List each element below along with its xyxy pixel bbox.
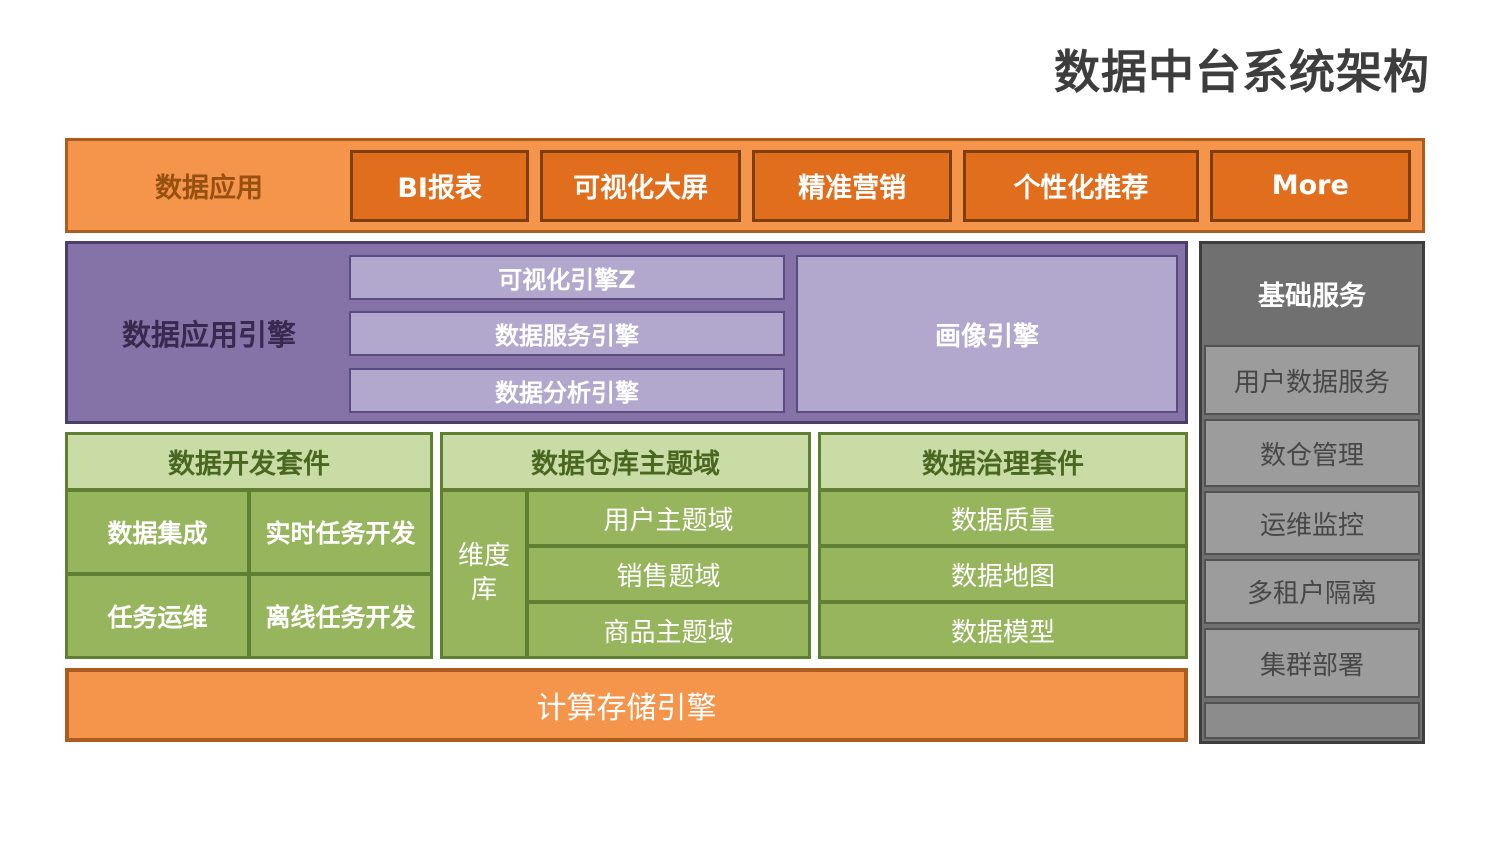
app-box-personal-recommend: 个性化推荐 (963, 149, 1199, 222)
base-services-header: 基础服务 (1204, 246, 1420, 341)
app-box-precise-marketing: 精准营销 (751, 149, 953, 222)
page-title: 数据中台系统架构 (1054, 45, 1430, 99)
compute-storage-bar: 计算存储引擎 (65, 668, 1188, 742)
data-application-row: 数据应用 BI报表 可视化大屏 精准营销 个性化推荐 More (65, 138, 1425, 233)
governance-body: 数据质量 数据地图 数据模型 (821, 492, 1185, 656)
base-service-empty-slot (1204, 702, 1420, 739)
dev-suite-body: 数据集成 实时任务开发 任务运维 离线任务开发 (68, 492, 430, 656)
data-application-label: 数据应用 (155, 173, 263, 204)
engine-box-visualization: 可视化引擎Z (349, 255, 785, 300)
engine-box-data-analysis: 数据分析引擎 (349, 368, 785, 413)
warehouse-row-user-domain: 用户主题域 (529, 492, 808, 544)
warehouse-row-product-domain: 商品主题域 (529, 604, 808, 656)
warehouse-dimension-store: 维度库 (443, 492, 525, 656)
engine-box-data-service: 数据服务引擎 (349, 311, 785, 356)
engine-box-portrait: 画像引擎 (796, 255, 1178, 413)
base-service-multi-tenant: 多租户隔离 (1204, 559, 1420, 624)
dev-suite-section: 数据开发套件 数据集成 实时任务开发 任务运维 离线任务开发 (65, 432, 433, 659)
dev-cell-task-ops: 任务运维 (68, 576, 247, 656)
warehouse-row-sales-domain: 销售题域 (529, 548, 808, 600)
base-service-user-data: 用户数据服务 (1204, 345, 1420, 415)
warehouse-dimension-store-label: 维度库 (457, 541, 510, 605)
warehouse-section: 数据仓库主题域 维度库 用户主题域 销售题域 商品主题域 (440, 432, 811, 659)
warehouse-rows: 用户主题域 销售题域 商品主题域 (529, 492, 808, 656)
governance-row-data-model: 数据模型 (821, 604, 1185, 656)
app-box-more: More (1209, 149, 1411, 222)
dev-cell-realtime-task: 实时任务开发 (251, 492, 430, 572)
data-app-engine-section: 数据应用引擎 可视化引擎Z 数据服务引擎 数据分析引擎 画像引擎 (65, 241, 1188, 424)
base-services-column: 基础服务 用户数据服务 数仓管理 运维监控 多租户隔离 集群部署 (1199, 241, 1425, 744)
dev-cell-data-integration: 数据集成 (68, 492, 247, 572)
data-app-engine-label: 数据应用引擎 (121, 317, 296, 352)
dev-suite-header: 数据开发套件 (68, 435, 430, 488)
app-box-visual-screen: 可视化大屏 (540, 149, 741, 222)
governance-header: 数据治理套件 (821, 435, 1185, 488)
app-box-bi-report: BI报表 (350, 149, 530, 222)
governance-row-data-quality: 数据质量 (821, 492, 1185, 544)
governance-row-data-map: 数据地图 (821, 548, 1185, 600)
warehouse-body: 维度库 用户主题域 销售题域 商品主题域 (443, 492, 808, 656)
warehouse-header: 数据仓库主题域 (443, 435, 808, 488)
dev-cell-offline-task: 离线任务开发 (251, 576, 430, 656)
application-buttons: BI报表 可视化大屏 精准营销 个性化推荐 More (350, 141, 1422, 230)
dev-suite-grid: 数据集成 实时任务开发 任务运维 离线任务开发 (68, 492, 430, 656)
base-service-warehouse-mgmt: 数仓管理 (1204, 419, 1420, 487)
governance-rows: 数据质量 数据地图 数据模型 (821, 492, 1185, 656)
base-service-cluster-deploy: 集群部署 (1204, 628, 1420, 698)
governance-section: 数据治理套件 数据质量 数据地图 数据模型 (818, 432, 1188, 659)
base-service-ops-monitor: 运维监控 (1204, 491, 1420, 555)
